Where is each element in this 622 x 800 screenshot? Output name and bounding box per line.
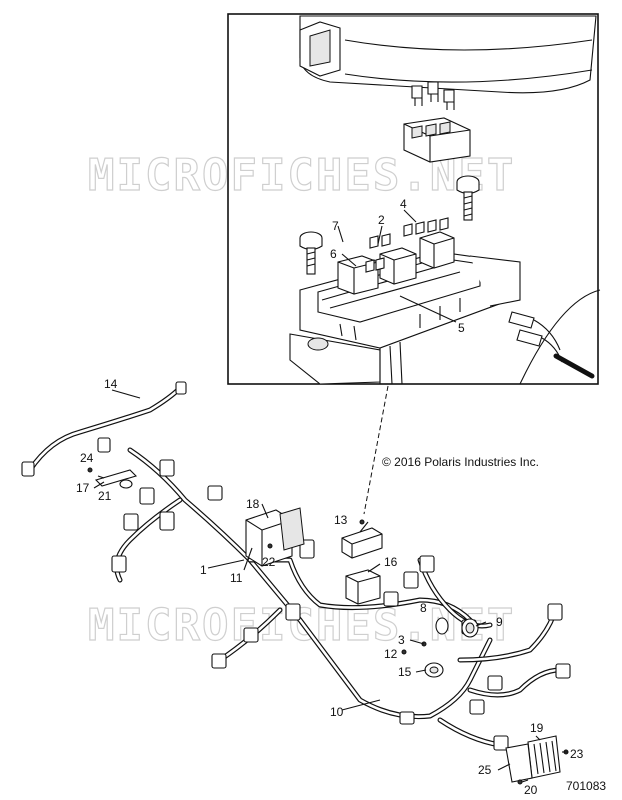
harness-connectors — [21, 381, 571, 751]
bracket-17 — [94, 469, 138, 489]
callout-20: 20 — [524, 783, 538, 797]
fuse-holder — [341, 519, 383, 559]
callout-9: 9 — [496, 615, 503, 629]
bolt-right — [456, 175, 480, 221]
callout-8: 8 — [420, 601, 427, 615]
dashed-link — [363, 385, 389, 515]
callout-19: 19 — [530, 721, 544, 735]
main-leaders — [93, 389, 568, 783]
callout-7: 7 — [332, 219, 339, 233]
fuse-box-cover — [299, 15, 597, 94]
relay-16 — [345, 569, 381, 605]
bolt-left — [299, 231, 323, 275]
callout-10: 10 — [330, 705, 344, 719]
base-relays — [337, 217, 455, 295]
wire-terminals — [508, 289, 601, 385]
regulator — [505, 735, 561, 783]
callout-24: 24 — [80, 451, 94, 465]
inset-leaders — [337, 209, 457, 323]
callout-25: 25 — [478, 763, 492, 777]
ecu-module — [245, 507, 305, 567]
callout-4: 4 — [400, 197, 407, 211]
clip-8 — [435, 617, 449, 635]
callout-15: 15 — [398, 665, 412, 679]
callout-12: 12 — [384, 647, 398, 661]
copyright-text: © 2016 Polaris Industries Inc. — [382, 455, 539, 469]
relay-block — [403, 117, 471, 163]
callout-18: 18 — [246, 497, 260, 511]
callout-16: 16 — [384, 555, 398, 569]
callout-1: 1 — [200, 563, 207, 577]
clip-9 — [461, 618, 479, 638]
mini-fuses — [411, 81, 455, 110]
callout-22: 22 — [262, 555, 276, 569]
grommet — [424, 662, 444, 678]
drawing-number: 701083 — [566, 779, 606, 793]
callout-2: 2 — [378, 213, 385, 227]
callout-14: 14 — [104, 377, 118, 391]
callout-5: 5 — [458, 321, 465, 335]
callout-23: 23 — [570, 747, 584, 761]
callout-6: 6 — [330, 247, 337, 261]
callout-3: 3 — [398, 633, 405, 647]
inset-frame — [227, 13, 599, 385]
callout-13: 13 — [334, 513, 348, 527]
callout-17: 17 — [76, 481, 90, 495]
callout-21: 21 — [98, 489, 112, 503]
callout-11: 11 — [230, 571, 243, 585]
